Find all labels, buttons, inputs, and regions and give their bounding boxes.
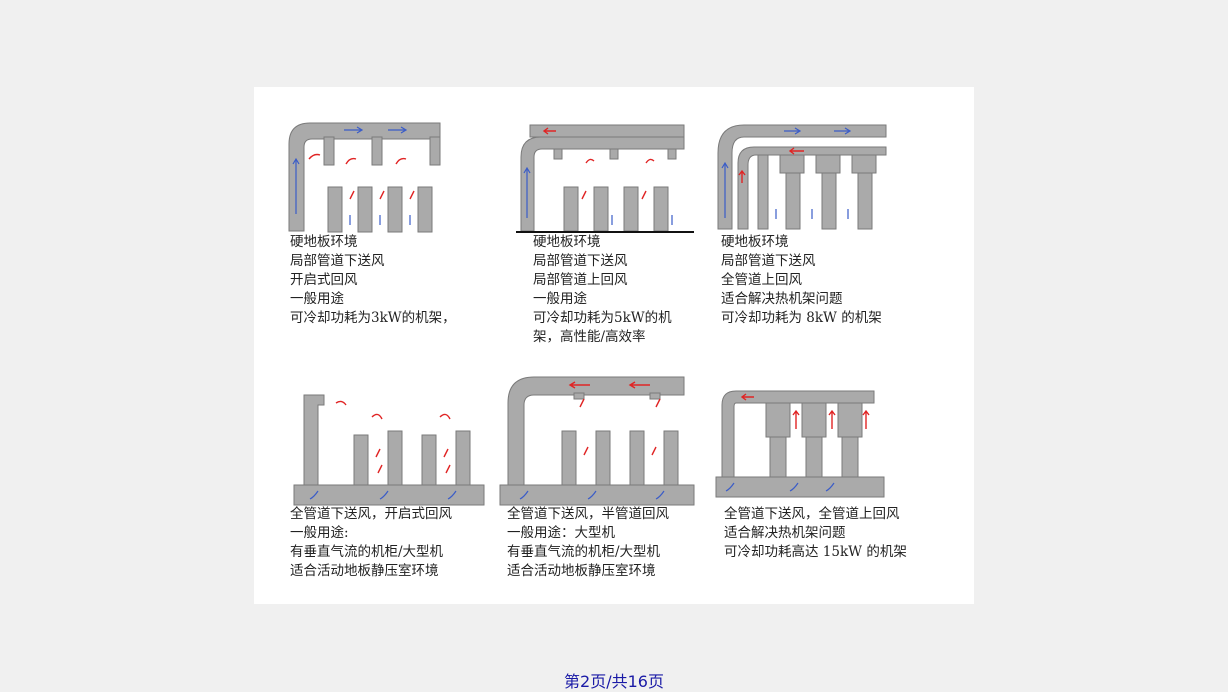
caption-line: 适合解决热机架问题 [721, 291, 843, 307]
caption-line: 适合活动地板静压室环境 [290, 563, 439, 579]
diagram-6 [714, 389, 889, 501]
caption-line: 可冷却功耗为3kW的机架， [290, 310, 456, 326]
caption-line: 全管道下送风，开启式回风 [290, 506, 452, 522]
caption-4: 全管道下送风，开启式回风 一般用途: 有垂直气流的机柜/大型机 适合活动地板静压… [290, 505, 452, 581]
diagram-5 [498, 375, 698, 510]
caption-line: 一般用途 [533, 291, 587, 307]
caption-line: 架，高性能/高效率 [533, 329, 646, 345]
diagram-4 [292, 391, 487, 509]
caption-6: 全管道下送风，全管道上回风 适合解决热机架问题 可冷却功耗高达 15kW 的机架 [724, 505, 907, 562]
caption-line: 局部管道下送风 [721, 253, 816, 269]
caption-line: 全管道下送风，半管道回风 [507, 506, 669, 522]
caption-line: 全管道上回风 [721, 272, 802, 288]
diagram-3 [714, 123, 889, 233]
caption-2: 硬地板环境 局部管道下送风 局部管道上回风 一般用途 可冷却功耗为5kW的机 架… [533, 233, 672, 347]
caption-line: 硬地板环境 [721, 234, 789, 250]
caption-line: 硬地板环境 [533, 234, 601, 250]
caption-line: 一般用途 [290, 291, 344, 307]
caption-line: 有垂直气流的机柜/大型机 [290, 544, 444, 560]
caption-line: 可冷却功耗为 8kW 的机架 [721, 310, 882, 326]
caption-line: 适合解决热机架问题 [724, 525, 846, 541]
caption-line: 可冷却功耗高达 15kW 的机架 [724, 544, 907, 560]
page-indicator: 第2页/共16页 [564, 672, 664, 691]
caption-line: 局部管道上回风 [533, 272, 628, 288]
caption-line: 一般用途: [290, 525, 349, 541]
caption-line: 有垂直气流的机柜/大型机 [507, 544, 661, 560]
caption-line: 一般用途：大型机 [507, 525, 615, 541]
caption-5: 全管道下送风，半管道回风 一般用途：大型机 有垂直气流的机柜/大型机 适合活动地… [507, 505, 669, 581]
caption-1: 硬地板环境 局部管道下送风 开启式回风 一般用途 可冷却功耗为3kW的机架， [290, 233, 456, 328]
caption-line: 可冷却功耗为5kW的机 [533, 310, 672, 326]
slide-content: 硬地板环境 局部管道下送风 开启式回风 一般用途 可冷却功耗为3kW的机架， [254, 87, 974, 604]
caption-line: 局部管道下送风 [533, 253, 628, 269]
caption-3: 硬地板环境 局部管道下送风 全管道上回风 适合解决热机架问题 可冷却功耗为 8k… [721, 233, 882, 328]
diagram-2 [516, 123, 696, 235]
caption-line: 硬地板环境 [290, 234, 358, 250]
caption-line: 局部管道下送风 [290, 253, 385, 269]
diagram-1 [284, 119, 449, 234]
caption-line: 全管道下送风，全管道上回风 [724, 506, 900, 522]
caption-line: 适合活动地板静压室环境 [507, 563, 656, 579]
caption-line: 开启式回风 [290, 272, 358, 288]
